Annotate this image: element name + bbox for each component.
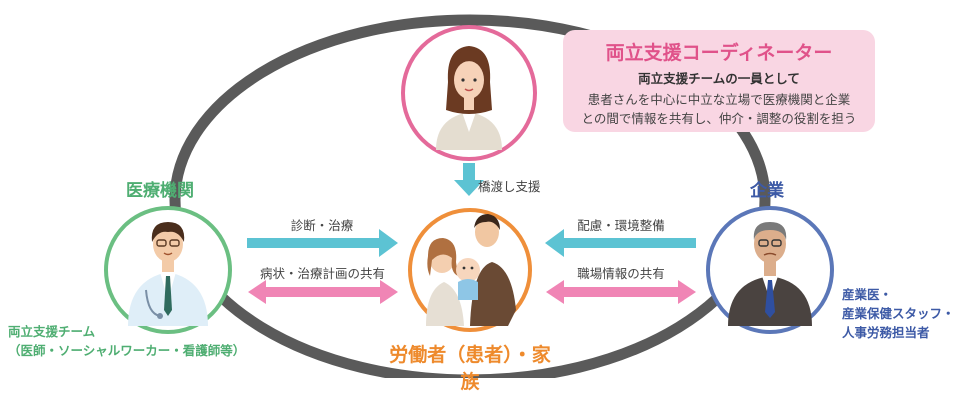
worker-node xyxy=(408,208,532,332)
worker-title: 労働者（患者）・家族 xyxy=(389,344,551,393)
medical-team-line1: 両立支援チーム xyxy=(8,324,96,339)
businessman-avatar xyxy=(728,222,812,326)
company-title: 企業 xyxy=(750,181,784,201)
coordinator-description: 患者さんを中心に中立な立場で医療機関と企業 との間で情報を共有し、仲介・調整の役… xyxy=(563,90,875,128)
coordinator-desc-line2: との間で情報を共有し、仲介・調整の役割を担う xyxy=(581,111,857,126)
bridge-support-label: 橋渡し支援 xyxy=(478,179,541,194)
consideration-label: 配慮・環境整備 xyxy=(577,218,665,233)
coordinator-desc-line1: 患者さんを中心に中立な立場で医療機関と企業 xyxy=(587,92,851,107)
diagnosis-label: 診断・治療 xyxy=(290,218,354,233)
coordinator-node xyxy=(401,25,537,161)
company-node xyxy=(706,206,834,334)
family-avatar xyxy=(426,214,516,326)
support-ring xyxy=(169,14,771,378)
company-staff-caption: 産業医・ 産業保健スタッフ・ 人事労務担当者 xyxy=(842,285,955,342)
coordinator-avatar xyxy=(436,46,502,150)
coordinator-callout: 両立支援コーディネーター 両立支援チームの一員として 患者さんを中心に中立な立場… xyxy=(563,30,875,132)
medical-title: 医療機関 xyxy=(126,181,194,201)
condition-sharing-label: 病状・治療計画の共有 xyxy=(259,266,385,281)
medical-node xyxy=(104,206,232,334)
support-network-diagram xyxy=(104,14,834,378)
coordinator-title: 両立支援コーディネーター xyxy=(605,42,833,64)
workplace-sharing-arrow xyxy=(546,280,696,304)
condition-sharing-arrow xyxy=(248,280,398,304)
coordinator-subtitle: 両立支援チームの一員として xyxy=(638,71,800,86)
consideration-arrow xyxy=(545,229,696,257)
company-staff-line1: 産業医・ xyxy=(842,287,893,302)
company-staff-line3: 人事労務担当者 xyxy=(842,325,930,340)
medical-team-caption: 両立支援チーム （医師・ソーシャルワーカー・看護師等） xyxy=(8,322,245,360)
diagnosis-arrow xyxy=(247,229,398,257)
bridge-support-arrow xyxy=(454,163,484,196)
company-staff-line2: 産業保健スタッフ・ xyxy=(842,306,955,321)
workplace-sharing-label: 職場情報の共有 xyxy=(577,266,665,281)
medical-team-line2: （医師・ソーシャルワーカー・看護師等） xyxy=(8,343,246,358)
doctor-avatar xyxy=(128,222,208,326)
